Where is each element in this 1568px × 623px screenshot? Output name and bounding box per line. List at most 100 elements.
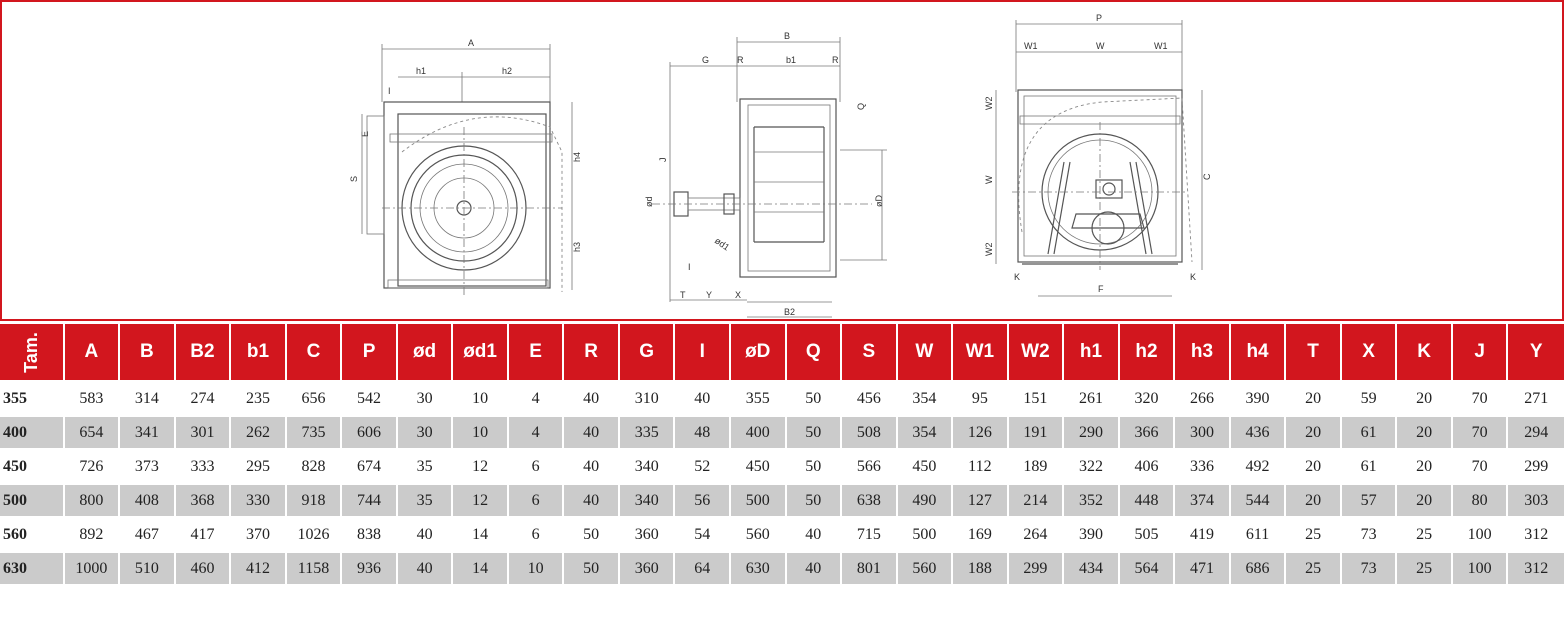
column-header-1: A	[64, 324, 121, 380]
table-cell: 52	[675, 448, 731, 482]
table-cell: 6	[508, 516, 565, 550]
table-cell: 674	[342, 448, 398, 482]
column-header-27: Y	[1508, 324, 1564, 380]
table-cell: 50	[786, 414, 843, 448]
table-cell: 354	[897, 380, 954, 414]
column-header-10: R	[564, 324, 620, 380]
table-cell: 80	[1452, 482, 1509, 516]
dim-label-T: T	[680, 290, 686, 300]
table-cell: 169	[953, 516, 1009, 550]
table-cell: 48	[675, 414, 731, 448]
table-cell: 20	[1397, 448, 1453, 482]
table-cell: 417	[175, 516, 232, 550]
table-cell: 490	[897, 482, 954, 516]
column-header-2: B	[120, 324, 176, 380]
column-header-14: Q	[786, 324, 843, 380]
technical-drawing: A h1 h2 E I S h4 h3 B G R b1 R Q J	[349, 13, 1212, 318]
table-cell: 471	[1175, 550, 1231, 584]
table-cell: 892	[64, 516, 121, 550]
table-cell: 744	[342, 482, 398, 516]
table-cell: 505	[1119, 516, 1176, 550]
table-cell: 4	[508, 380, 565, 414]
table-cell: 726	[64, 448, 121, 482]
table-cell: 12	[453, 448, 509, 482]
dim-label-Y: Y	[706, 290, 712, 300]
column-header-26: J	[1452, 324, 1509, 380]
table-cell: 214	[1008, 482, 1065, 516]
table-cell: 40	[564, 482, 620, 516]
table-cell: 450	[897, 448, 954, 482]
table-cell: 40	[564, 414, 620, 448]
table-cell: 368	[175, 482, 232, 516]
table-cell: 271	[1508, 380, 1564, 414]
table-cell: 59	[1341, 380, 1398, 414]
table-cell: 333	[175, 448, 232, 482]
dim-label-W1a: W1	[1024, 41, 1038, 51]
table-cell: 448	[1119, 482, 1176, 516]
table-cell: 508	[842, 414, 898, 448]
table-cell: 20	[1397, 482, 1453, 516]
table-cell: 320	[1119, 380, 1176, 414]
table-cell: 40	[786, 550, 843, 584]
table-cell: 189	[1008, 448, 1065, 482]
table-cell: 373	[120, 448, 176, 482]
table-cell: 50	[786, 482, 843, 516]
table-cell: 30	[397, 380, 454, 414]
column-header-15: S	[842, 324, 898, 380]
table-cell: 10	[508, 550, 565, 584]
dim-label-h3: h3	[572, 242, 582, 252]
column-header-23: T	[1286, 324, 1342, 380]
table-cell: 61	[1341, 414, 1398, 448]
table-cell: 566	[842, 448, 898, 482]
size-cell: 630	[0, 550, 65, 584]
table-cell: 322	[1064, 448, 1120, 482]
table-cell: 294	[1508, 414, 1564, 448]
table-cell: 299	[1008, 550, 1065, 584]
column-header-25: K	[1397, 324, 1453, 380]
column-header-5: C	[286, 324, 343, 380]
column-header-20: h2	[1119, 324, 1176, 380]
column-header-11: G	[619, 324, 676, 380]
table-cell: 828	[286, 448, 343, 482]
table-cell: 30	[397, 414, 454, 448]
size-cell: 450	[0, 448, 65, 482]
table-cell: 630	[730, 550, 787, 584]
table-cell: 360	[619, 550, 676, 584]
table-cell: 70	[1452, 448, 1509, 482]
table-cell: 936	[342, 550, 398, 584]
dim-label-R1: R	[737, 55, 744, 65]
table-cell: 6	[508, 482, 565, 516]
dim-label-R2: R	[832, 55, 839, 65]
size-cell: 355	[0, 380, 65, 414]
table-cell: 50	[564, 516, 620, 550]
table-cell: 70	[1452, 414, 1509, 448]
column-header-22: h4	[1230, 324, 1287, 380]
table-cell: 40	[397, 516, 454, 550]
table-cell: 450	[730, 448, 787, 482]
table-cell: 73	[1341, 516, 1398, 550]
dim-label-F: F	[1098, 284, 1104, 294]
table-cell: 262	[231, 414, 287, 448]
table-cell: 312	[1508, 516, 1564, 550]
table-cell: 40	[564, 448, 620, 482]
table-cell: 191	[1008, 414, 1065, 448]
table-cell: 50	[786, 380, 843, 414]
dim-label-Q: Q	[856, 103, 866, 110]
dim-label-I: I	[388, 86, 391, 96]
table-cell: 460	[175, 550, 232, 584]
table-cell: 492	[1230, 448, 1287, 482]
dim-label-G: G	[702, 55, 709, 65]
table-cell: 560	[897, 550, 954, 584]
table-cell: 6	[508, 448, 565, 482]
table-cell: 800	[64, 482, 121, 516]
table-cell: 56	[675, 482, 731, 516]
dim-label-K1: K	[1014, 272, 1020, 282]
table-cell: 390	[1230, 380, 1287, 414]
table-cell: 406	[1119, 448, 1176, 482]
table-cell: 4	[508, 414, 565, 448]
dim-label-b1: b1	[786, 55, 796, 65]
column-header-0: Tam.	[0, 324, 65, 380]
